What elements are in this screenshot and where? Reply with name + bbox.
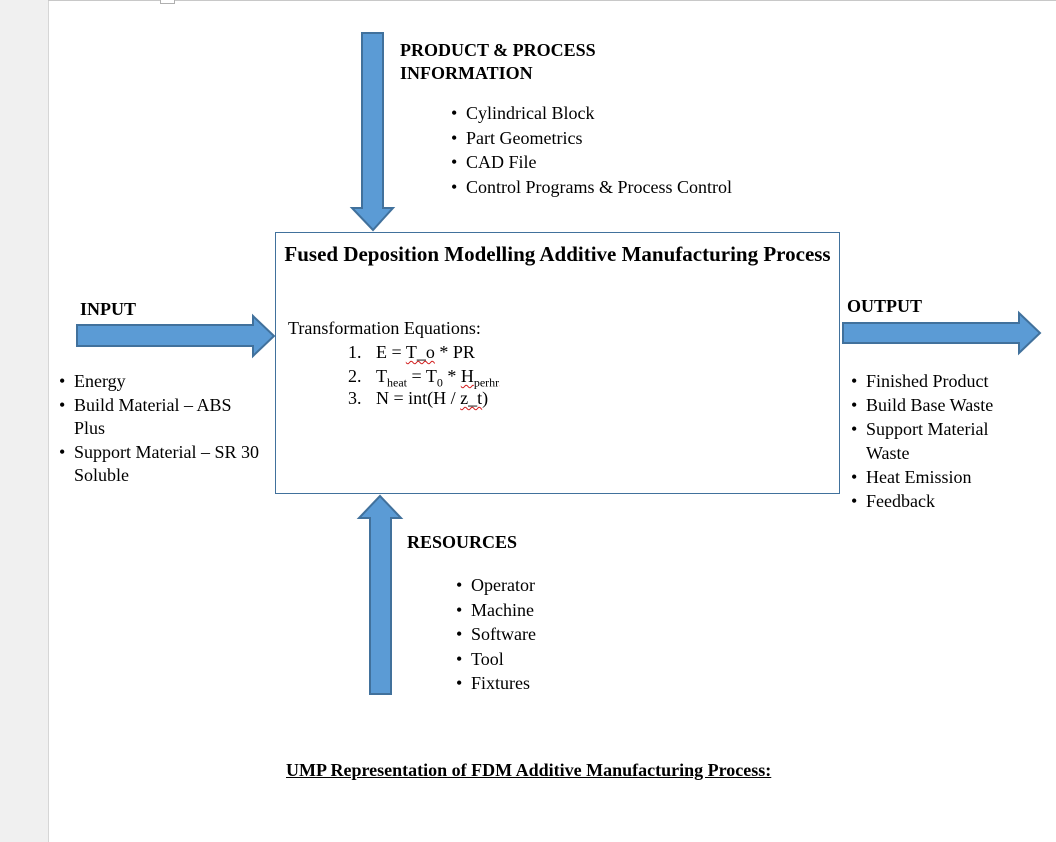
top-rule [48,0,1056,1]
input-right-arrow [76,313,276,359]
output-list: Finished Product Build Base Waste Suppor… [851,369,1021,513]
equation-number: 2. [348,366,362,386]
list-item: Finished Product [851,369,1021,393]
equation-text: * PR [434,342,475,362]
equation-number: 1. [348,342,362,362]
equation-text: ) [482,388,489,408]
equation-text-flagged: Hperhr [460,366,499,389]
equation-1: 1. E = T_o * PR [348,340,475,364]
top-down-arrow [349,32,396,232]
list-item: Heat Emission [851,465,1021,489]
equation-subscript: 0 [436,375,443,390]
input-list: Energy Build Material – ABS Plus Support… [59,370,264,488]
equation-text: T [376,366,387,386]
equation-text-flagged: T_o [405,342,435,362]
resources-list: Operator Machine Software Tool Fixtures [456,573,536,696]
equation-3: 3. N = int(H / z_t) [348,386,488,410]
product-process-heading-line2: INFORMATION [400,63,533,83]
list-item: Fixtures [456,671,536,696]
process-box: Fused Deposition Modelling Additive Manu… [275,232,840,494]
process-title: Fused Deposition Modelling Additive Manu… [284,242,831,266]
bottom-up-arrow [356,494,404,695]
list-item: Part Geometrics [451,126,732,151]
equation-text: = T [407,366,437,386]
output-right-arrow [842,310,1042,356]
list-item: Operator [456,573,536,598]
list-item: Support Material Waste [851,417,1021,465]
product-process-list: Cylindrical Block Part Geometrics CAD Fi… [451,101,732,199]
list-item: Build Base Waste [851,393,1021,417]
resources-heading: RESOURCES [407,532,518,552]
list-item: Feedback [851,489,1021,513]
list-item: Cylindrical Block [451,101,732,126]
figure-caption: UMP Representation of FDM Additive Manuf… [286,760,772,780]
list-item: Support Material – SR 30 Soluble [59,441,264,488]
equation-text-flagged: z_t [460,388,483,408]
equation-subscript: perhr [473,375,500,390]
equations-label: Transformation Equations: [288,318,481,338]
list-item: Control Programs & Process Control [451,175,732,200]
list-item: Tool [456,647,536,672]
equation-text: N = int(H / [376,388,461,408]
equation-2: 2. Theat = T0 * Hperhr [348,364,499,390]
list-item: Software [456,622,536,647]
equation-text: * [442,366,461,386]
list-item: Machine [456,598,536,623]
equation-text: H [460,366,474,386]
list-item: Build Material – ABS Plus [59,394,264,441]
product-process-heading-line1: PRODUCT & PROCESS [400,40,596,60]
equation-text: E = [376,342,406,362]
equation-subscript: heat [387,375,407,390]
list-item: Energy [59,370,264,394]
input-heading: INPUT [80,299,137,319]
list-item: CAD File [451,150,732,175]
equation-number: 3. [348,388,362,408]
product-process-heading: PRODUCT & PROCESS INFORMATION [400,39,596,85]
page-corner-mark [160,0,175,4]
output-heading: OUTPUT [847,296,923,316]
